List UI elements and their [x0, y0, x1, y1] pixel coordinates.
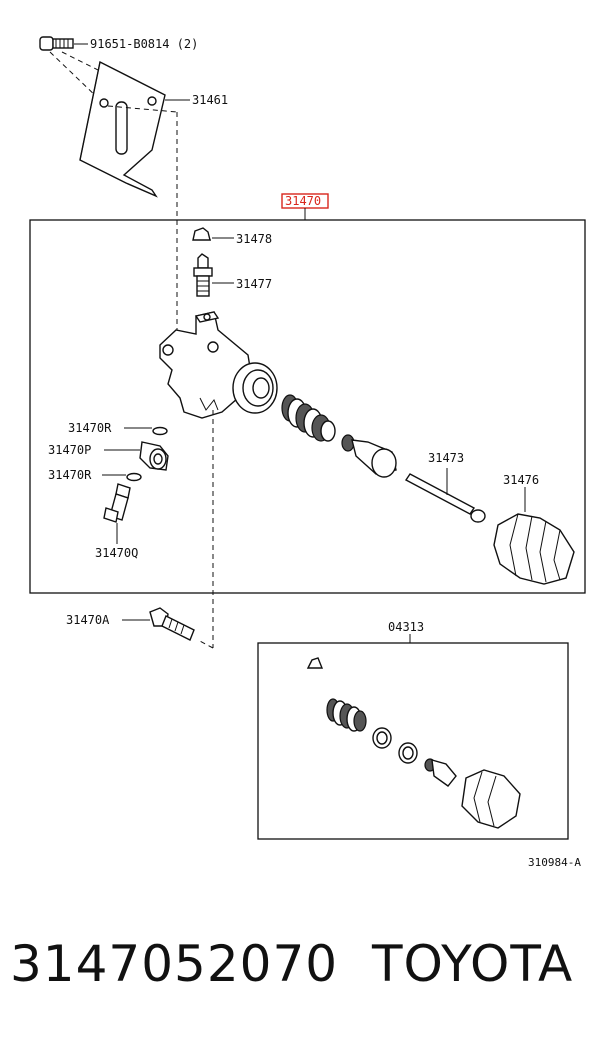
bolt-91651[interactable] — [39, 36, 74, 51]
mount-bolt-31470A[interactable] — [149, 607, 195, 641]
union-31470P[interactable] — [139, 441, 169, 471]
kit-cap[interactable] — [306, 657, 324, 669]
kit-boot[interactable] — [461, 769, 521, 829]
label-figure-code: 310984-A — [528, 856, 581, 869]
kit-piston[interactable] — [424, 758, 457, 787]
push-rod-31473[interactable] — [404, 473, 486, 523]
label-union-bolt: 31470Q — [95, 546, 138, 560]
footer-brand: TOYOTA — [372, 935, 574, 993]
assembly-frame — [29, 219, 586, 594]
boot-31476[interactable] — [493, 513, 575, 585]
label-bleeder: 31477 — [236, 277, 272, 291]
washer-lower-31470R[interactable] — [126, 472, 142, 482]
kit-seal-ring-2[interactable] — [398, 742, 418, 764]
label-cap: 31478 — [236, 232, 272, 246]
cylinder-body[interactable] — [159, 311, 278, 419]
bracket-31461[interactable] — [79, 60, 166, 198]
footer-part-number: 3147052070 — [10, 935, 339, 993]
piston-seal-set[interactable] — [281, 394, 336, 442]
label-washer-lower: 31470R — [48, 468, 92, 482]
label-boot: 31476 — [503, 473, 539, 487]
label-union: 31470P — [48, 443, 91, 457]
bleeder-31477[interactable] — [193, 253, 213, 297]
kit-frame — [257, 642, 569, 840]
label-rod: 31473 — [428, 451, 464, 465]
kit-seal-ring-1[interactable] — [372, 727, 392, 749]
label-assembly: 31470 — [285, 194, 321, 208]
piston[interactable] — [341, 434, 397, 478]
label-bolt-top: 91651-B0814 (2) — [90, 37, 198, 51]
parts-diagram: 91651-B0814 (2) 31461 31470 31478 31477 — [29, 36, 586, 869]
label-bracket: 31461 — [192, 93, 228, 107]
union-bolt-31470Q[interactable] — [103, 483, 131, 523]
washer-upper-31470R[interactable] — [152, 426, 168, 436]
cap-31478[interactable] — [192, 227, 211, 241]
label-mount-bolt: 31470A — [66, 613, 110, 627]
label-washer-upper: 31470R — [68, 421, 112, 435]
label-kit: 04313 — [388, 620, 424, 634]
kit-seal-set[interactable] — [326, 698, 367, 732]
